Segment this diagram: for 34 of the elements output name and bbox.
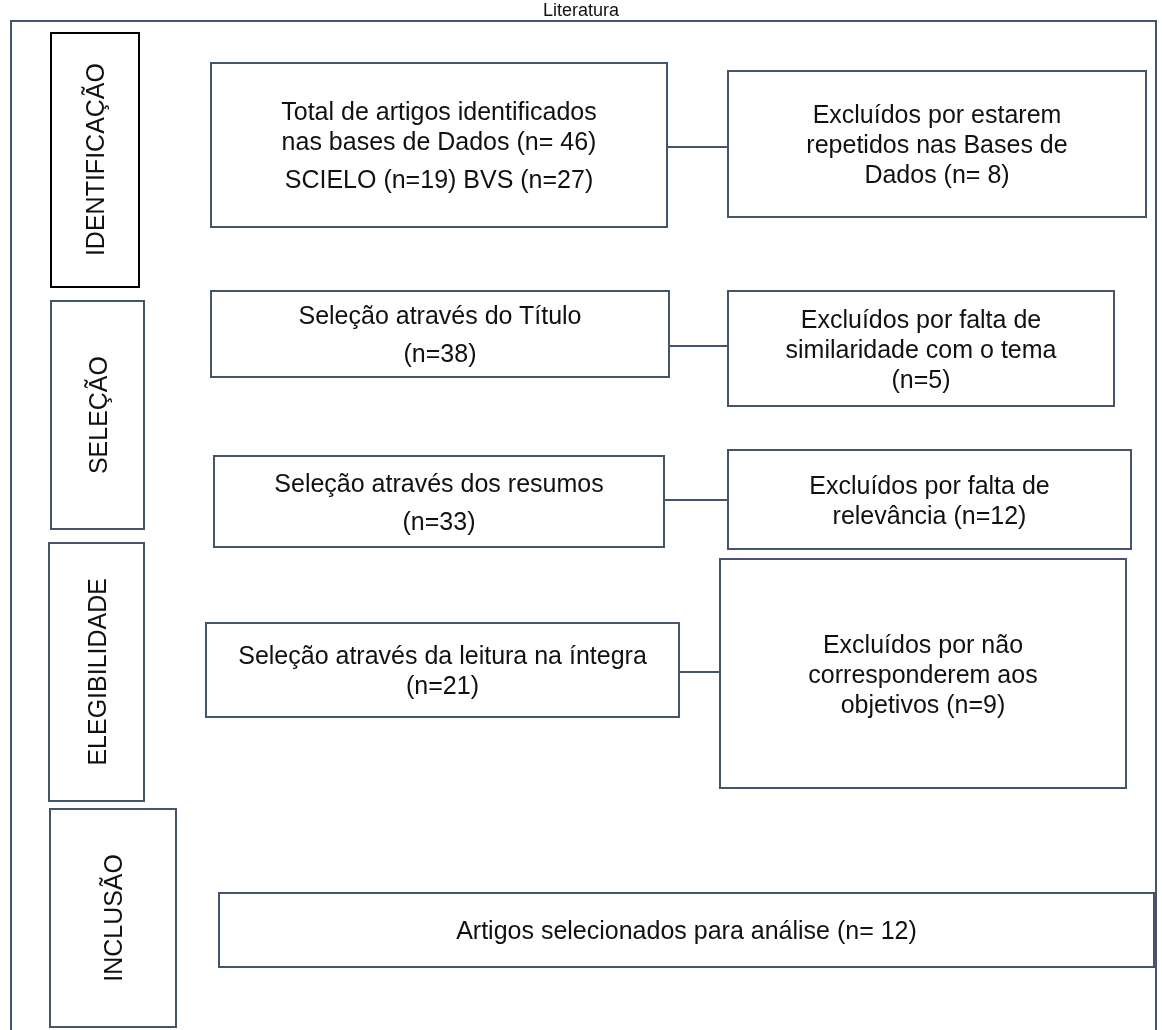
process-box xyxy=(210,62,668,228)
process-box xyxy=(727,449,1132,550)
process-box xyxy=(727,70,1147,218)
stage-label: ELEGIBILIDADE xyxy=(81,578,112,766)
box-text: SCIELO (n=19) BVS (n=27) xyxy=(284,164,594,194)
box-text: (n=38) xyxy=(403,338,477,368)
stage-label: IDENTIFICAÇÃO xyxy=(80,63,110,257)
stage-label-box xyxy=(49,808,177,1028)
box-text: (n=33) xyxy=(402,505,476,536)
stage-label-box xyxy=(48,542,145,802)
process-box xyxy=(727,290,1115,407)
diagram-title: Literatura xyxy=(541,0,620,20)
process-box xyxy=(719,558,1127,789)
connector-line xyxy=(664,499,728,501)
box-text: Seleção através dos resumos xyxy=(274,467,604,498)
process-box xyxy=(205,622,680,718)
stage-label-box xyxy=(50,300,145,530)
stage-label: INCLUSÃO xyxy=(98,854,128,982)
process-box xyxy=(210,290,670,378)
box-text: Excluídos por não corresponderem aos objetivos (n=9) xyxy=(807,628,1039,719)
box-text: Excluídos por falta de similaridade com o tema (n=5) xyxy=(784,303,1058,394)
stage-label-box xyxy=(50,32,140,288)
box-text: Seleção através do Título xyxy=(298,300,582,330)
process-box xyxy=(213,455,665,548)
box-text: Excluídos por falta de relevância (n=12) xyxy=(808,469,1051,530)
box-text: Seleção através da leitura na íntegra (n=21) xyxy=(237,640,648,700)
box-text: Total de artigos identificados nas bases de Dados (n= 46) xyxy=(280,96,598,156)
box-text: Artigos selecionados para análise (n= 12) xyxy=(456,915,917,945)
connector-line xyxy=(669,345,728,347)
stage-label: SELEÇÃO xyxy=(82,355,113,475)
box-text: Excluídos por estarem repetidos nas Bases de Dados (n= 8) xyxy=(805,99,1069,189)
connector-line xyxy=(667,146,728,148)
process-box xyxy=(218,892,1155,968)
connector-line xyxy=(679,671,720,673)
